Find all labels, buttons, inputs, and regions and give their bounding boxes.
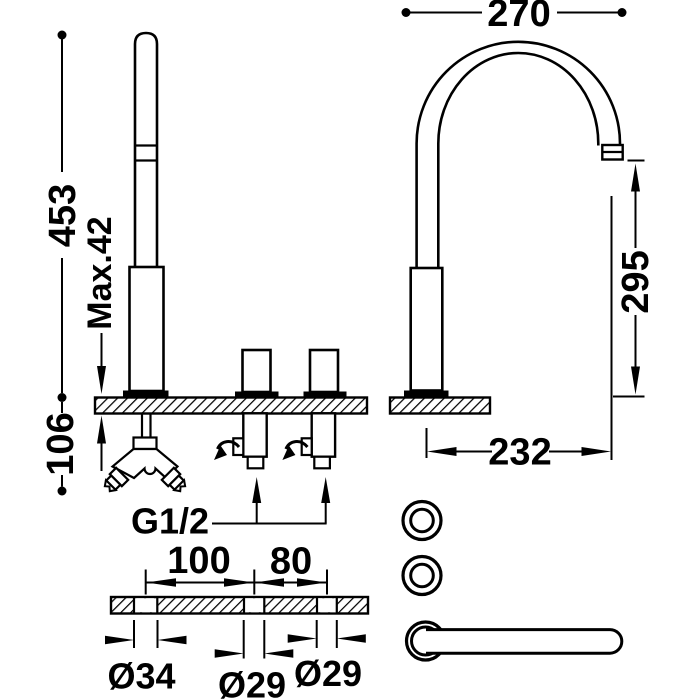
handle-top-view-1 <box>401 499 443 542</box>
spout-arch-inner <box>437 51 600 269</box>
handle-right-base <box>303 391 347 397</box>
dim-label-232: 232 <box>488 432 551 474</box>
spout-arch-outer <box>415 40 622 269</box>
dim-hole-diameter-right: Ø29 <box>287 620 366 694</box>
handle-left-base <box>235 391 279 397</box>
dim-label-80: 80 <box>270 541 312 583</box>
lever-top-view <box>404 620 624 662</box>
dim-hole-spacing: 100 80 <box>144 540 328 595</box>
dim-max-deck-thickness: Max.42 <box>81 216 119 471</box>
handle-left <box>241 348 272 394</box>
dim-label-d29-center: Ø29 <box>218 665 286 700</box>
spout-profile-view <box>388 40 624 415</box>
spout-rod <box>133 31 159 269</box>
dim-spout-reach: 232 <box>425 196 613 474</box>
dim-label-270: 270 <box>487 0 550 35</box>
callout-thread: G1/2 <box>131 477 331 542</box>
hole-spout <box>132 597 159 614</box>
valve-left <box>232 412 268 470</box>
dim-spout-arch-width: 270 <box>401 0 627 35</box>
spout-supply-y-connector <box>103 413 187 493</box>
side-view-mixer <box>93 31 369 493</box>
dim-below-deck-depth: 106 <box>40 402 82 496</box>
valve-right <box>300 412 337 470</box>
handle-top-view-2 <box>401 554 443 597</box>
deck-hole-section <box>109 595 370 615</box>
countertop-section <box>388 396 492 415</box>
dim-label-453: 453 <box>42 184 84 247</box>
handle-right <box>308 348 340 394</box>
dim-label-d29-right: Ø29 <box>294 653 362 694</box>
spout-column <box>409 266 444 392</box>
dim-label-106: 106 <box>40 412 82 475</box>
dim-hole-diameter-center: Ø29 <box>214 620 294 700</box>
hole-center <box>242 597 266 614</box>
swivel-arrow-icon <box>214 440 241 460</box>
dim-label-g12: G1/2 <box>131 501 209 542</box>
dim-spout-outlet-height: 295 <box>613 159 657 398</box>
swivel-arrow-icon <box>282 440 309 460</box>
spout-body <box>128 265 165 393</box>
countertop-section <box>93 396 369 415</box>
dim-total-height: 453 <box>42 30 84 402</box>
dim-hole-diameter-spout: Ø34 <box>105 620 187 697</box>
dim-label-295: 295 <box>615 250 657 313</box>
dim-label-100: 100 <box>167 540 230 582</box>
lever-bar <box>426 628 624 655</box>
spout-column-base <box>404 390 449 397</box>
dim-label-d34: Ø34 <box>107 656 175 697</box>
spout-base-plate <box>123 390 169 397</box>
hole-right <box>315 597 338 614</box>
dim-label-max42: Max.42 <box>81 216 119 329</box>
